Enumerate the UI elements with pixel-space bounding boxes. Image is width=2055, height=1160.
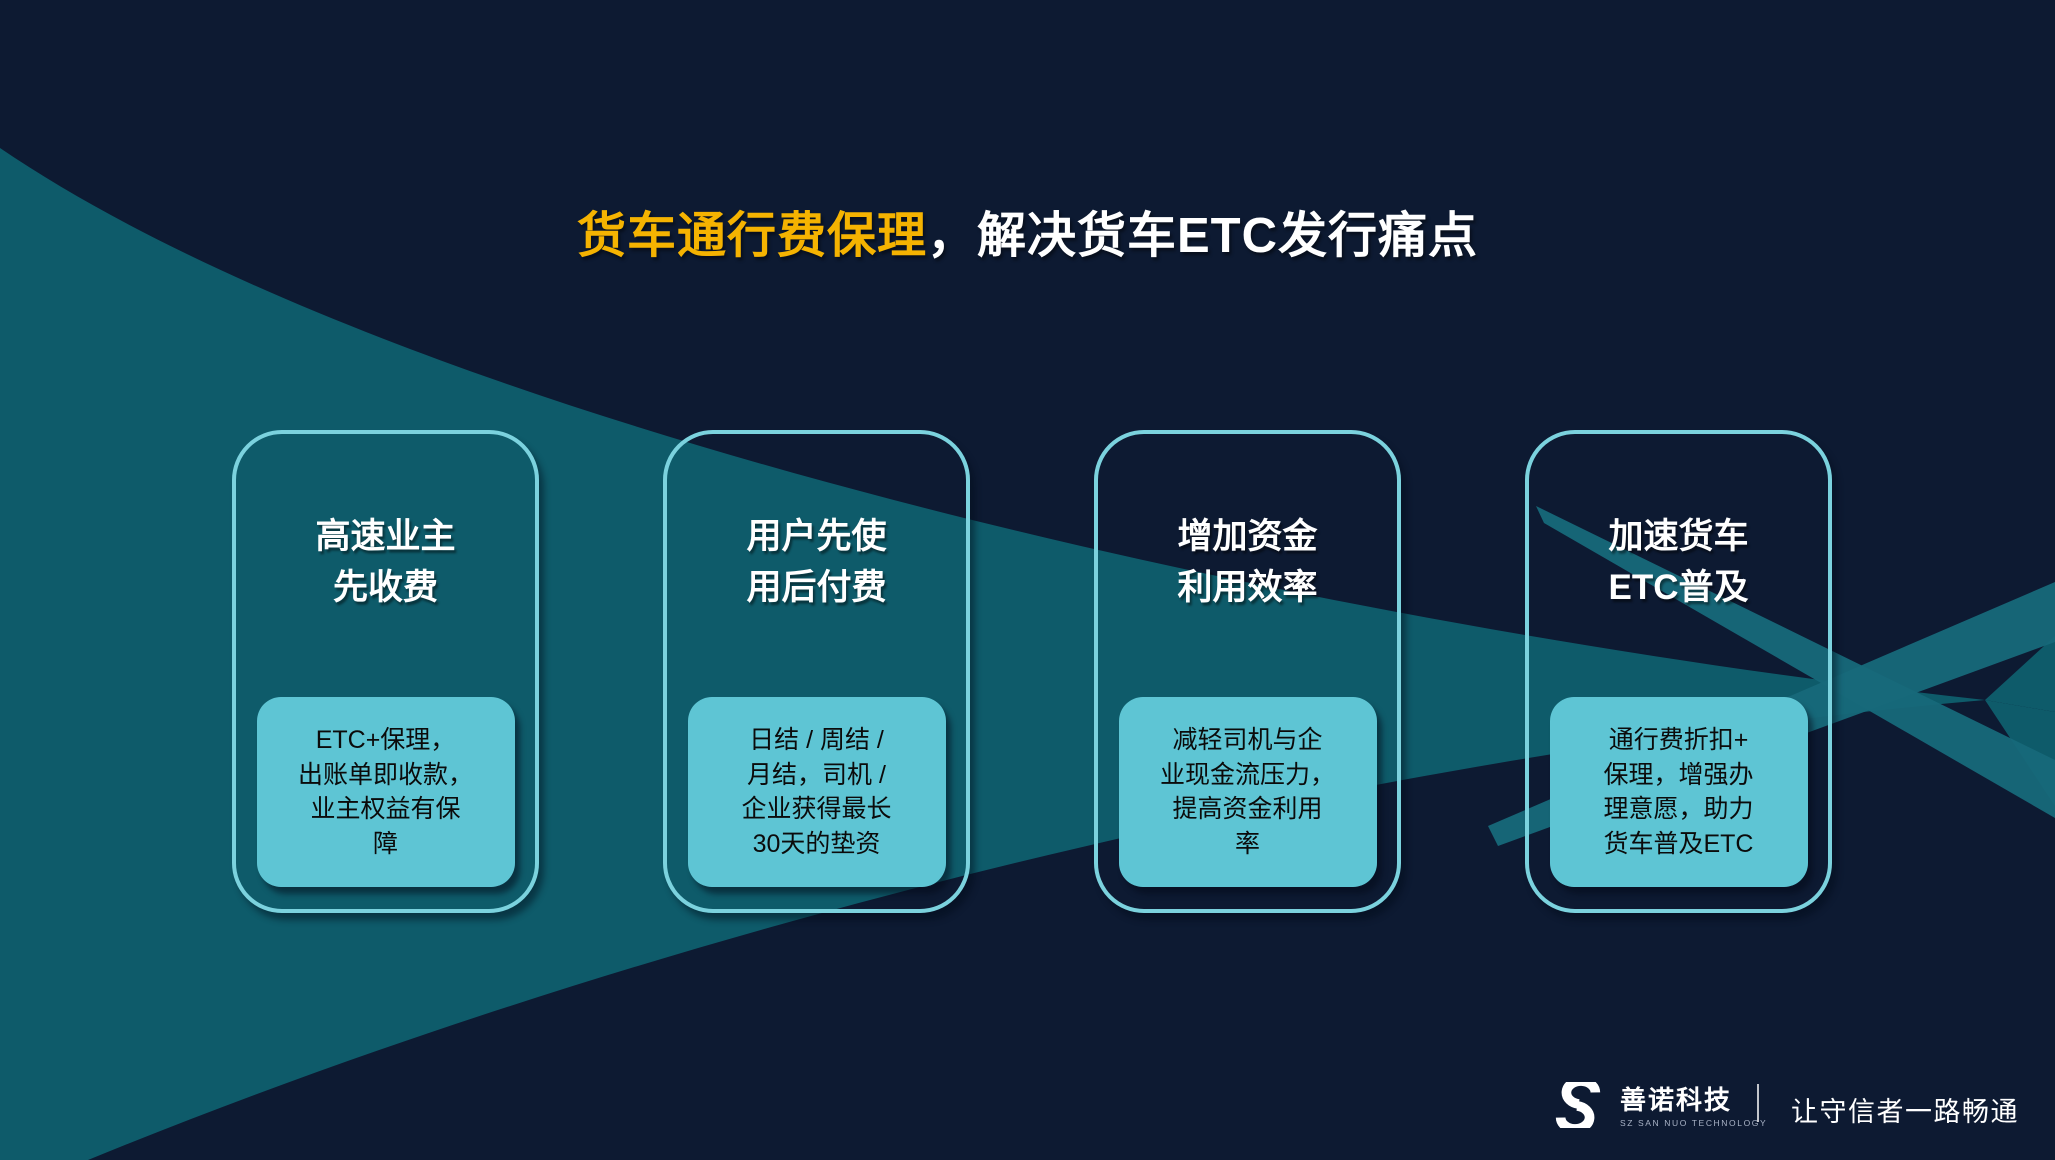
card-heading: 增加资金 利用效率: [1177, 517, 1318, 607]
card-detail-text: 通行费折扣+ 保理，增强办 理意愿，助力 货车普及ETC: [1603, 726, 1754, 858]
card-detail-box: ETC+保理， 出账单即收款， 业主权益有保 障: [256, 697, 515, 887]
card-detail-box: 日结 / 周结 / 月结，司机 / 企业获得最长 30天的垫资: [687, 697, 946, 887]
card-heading: 高速业主 先收费: [315, 517, 456, 607]
card-heading: 加速货车 ETC普及: [1608, 517, 1749, 607]
card-detail-text: 减轻司机与企 业现金流压力， 提高资金利用 率: [1159, 726, 1335, 858]
card-detail-box: 减轻司机与企 业现金流压力， 提高资金利用 率: [1118, 697, 1377, 887]
card-heading: 用户先使 用后付费: [746, 517, 887, 607]
card-detail-box: 通行费折扣+ 保理，增强办 理意愿，助力 货车普及ETC: [1549, 697, 1808, 887]
card-accelerate-etc: 加速货车 ETC普及 通行费折扣+ 保理，增强办 理意愿，助力 货车普及ETC: [1525, 430, 1832, 913]
light-streak-upper: [1536, 506, 2055, 818]
card-use-first-pay-later: 用户先使 用后付费 日结 / 周结 / 月结，司机 / 企业获得最长 30天的垫…: [663, 430, 970, 913]
slide-title-rest: ，解决货车ETC发行痛点: [927, 209, 1479, 263]
card-capital-efficiency: 增加资金 利用效率 减轻司机与企 业现金流压力， 提高资金利用 率: [1094, 430, 1401, 913]
card-detail-text: ETC+保理， 出账单即收款， 业主权益有保 障: [297, 726, 473, 858]
card-detail-text: 日结 / 周结 / 月结，司机 / 企业获得最长 30天的垫资: [741, 726, 892, 858]
funnel-tip-upper: [1985, 636, 2055, 712]
slide-title-highlight: 货车通行费保理: [576, 209, 927, 263]
card-highway-owner: 高速业主 先收费 ETC+保理， 出账单即收款， 业主权益有保 障: [232, 430, 539, 913]
slide-title: 货车通行费保理，解决货车ETC发行痛点: [0, 196, 2055, 267]
